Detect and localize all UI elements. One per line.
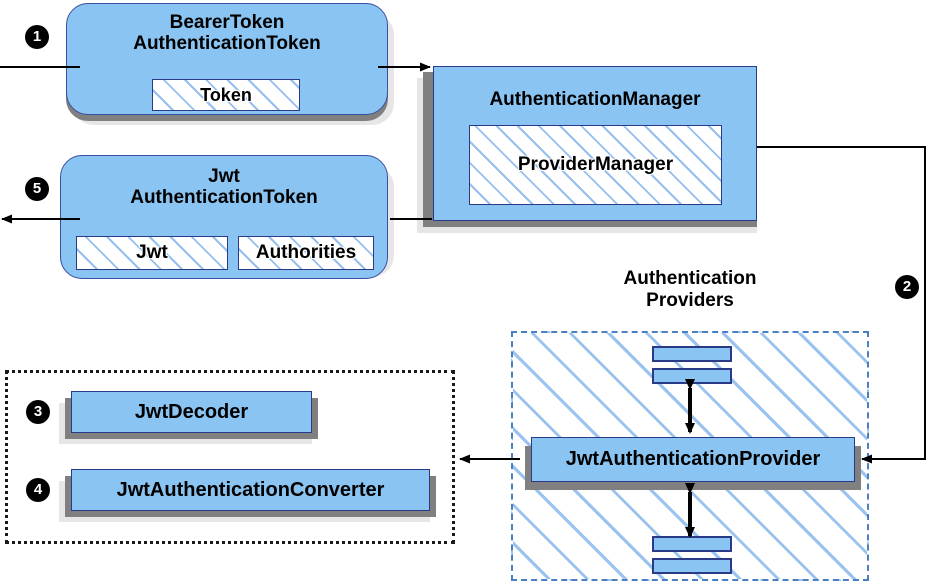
node-jwt[interactable]: Jwt: [76, 236, 228, 270]
provider-placeholder-bar-4: [652, 558, 732, 574]
authentication-manager-title: AuthenticationManager: [489, 89, 701, 110]
jwt-authentication-provider-title: JwtAuthenticationProvider: [565, 448, 821, 470]
node-authorities[interactable]: Authorities: [238, 236, 374, 270]
provider-placeholder-bar-3: [652, 536, 732, 552]
authentication-providers-label: Authentication Providers: [623, 268, 757, 311]
marker-1: 1: [25, 25, 49, 49]
node-jwt-authentication-converter[interactable]: JwtAuthenticationConverter: [71, 469, 430, 511]
bearer-token-title: BearerToken AuthenticationToken: [133, 12, 321, 55]
marker-2: 2: [895, 275, 919, 299]
node-jwt-authentication-provider[interactable]: JwtAuthenticationProvider: [531, 437, 855, 482]
token-label: Token: [200, 84, 252, 105]
node-provider-manager[interactable]: ProviderManager: [469, 125, 722, 205]
jwt-decoder-title: JwtDecoder: [134, 400, 249, 423]
group-jwt-support: [5, 370, 455, 544]
jwt-token-title: Jwt AuthenticationToken: [130, 166, 318, 209]
jwt-label: Jwt: [136, 242, 168, 263]
node-jwt-decoder[interactable]: JwtDecoder: [71, 391, 312, 433]
provider-placeholder-bar-1: [652, 346, 732, 362]
provider-manager-label: ProviderManager: [517, 154, 674, 175]
node-token[interactable]: Token: [152, 79, 300, 111]
marker-3: 3: [26, 400, 50, 424]
provider-placeholder-bar-2: [652, 368, 732, 384]
marker-4: 4: [26, 478, 50, 502]
authorities-label: Authorities: [255, 242, 357, 263]
marker-5: 5: [25, 177, 49, 201]
jwt-authentication-converter-title: JwtAuthenticationConverter: [116, 478, 385, 501]
